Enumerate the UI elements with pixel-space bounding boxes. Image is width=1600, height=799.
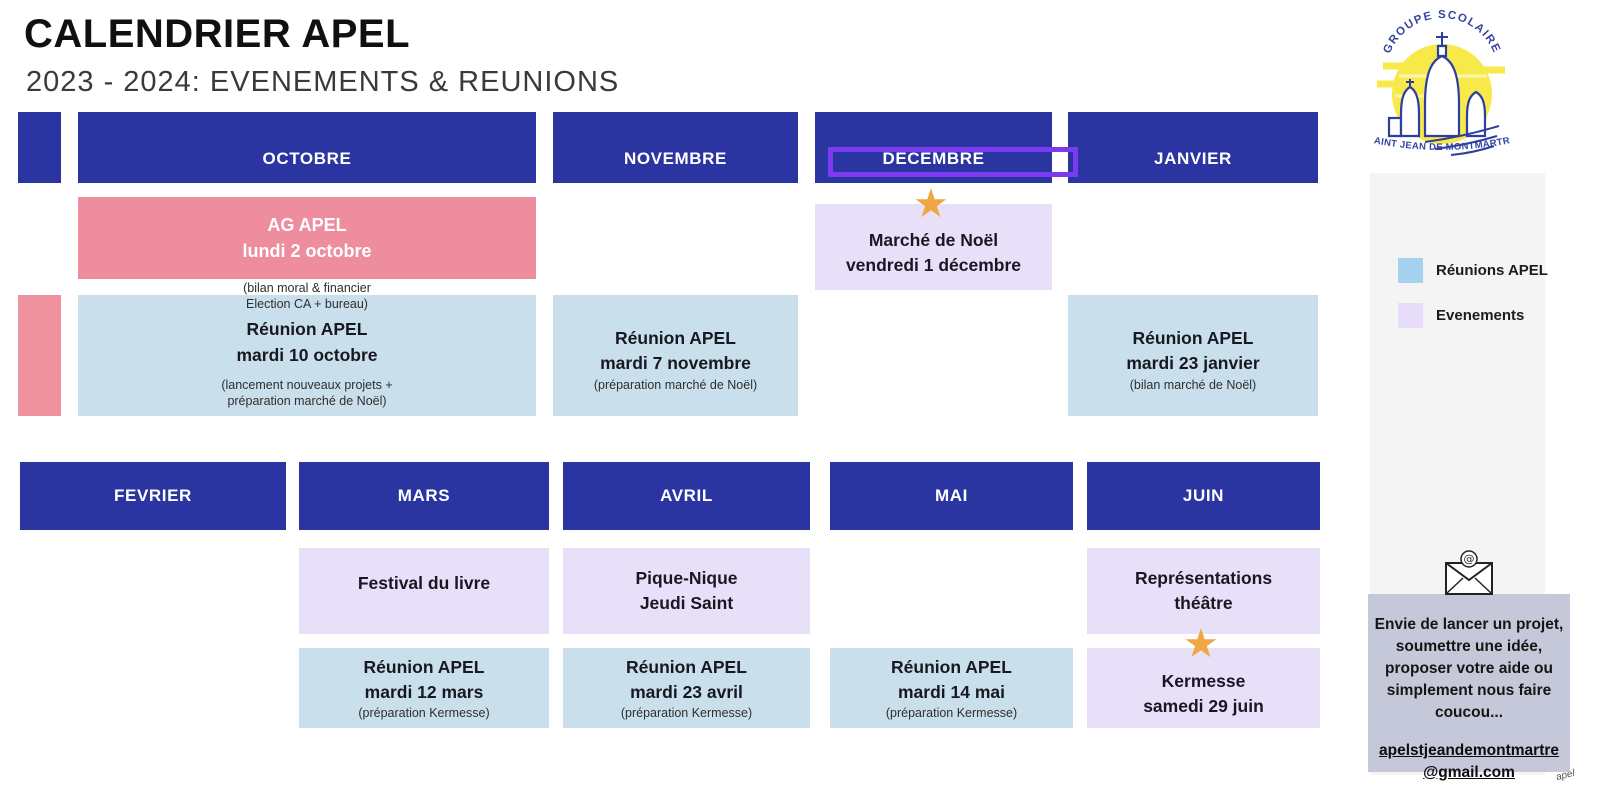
reunion-janvier: Réunion APEL mardi 23 janvier (bilan mar… [1068,295,1318,416]
event-kermesse: Kermesse samedi 29 juin [1087,648,1320,728]
event-title: Festival du livre [357,573,491,594]
event-date: mardi 23 avril [630,681,743,702]
month-label: FEVRIER [114,486,192,505]
event-title: Kermesse [1161,670,1246,691]
event-date: mardi 14 mai [898,681,1005,702]
month-header-avril: AVRIL [563,462,810,530]
envelope-icon: @ [1445,550,1493,595]
event-title: Réunion APEL [891,656,1012,677]
star-icon: ★ [1183,622,1219,666]
legend-label-evenements: Evenements [1436,307,1525,324]
event-ag-apel-note: (bilan moral & financier Election CA + b… [243,281,371,312]
legend-swatch-reunions [1398,258,1423,283]
event-title: Réunion APEL [1132,328,1254,348]
month-header-mai: MAI [830,462,1073,530]
event-date: mardi 12 mars [364,681,484,702]
event-note: préparation marché de Noël) [227,394,387,409]
event-representations-theatre: Représentations théâtre [1087,548,1320,634]
event-date: mardi 7 novembre [600,353,751,374]
month-header-octobre: OCTOBRE [78,112,536,183]
month-label: MARS [397,486,451,505]
event-date: théâtre [1174,593,1233,613]
legend-swatch-evenements [1398,303,1423,328]
email-line2: @gmail.com [1423,763,1515,781]
december-selection-highlight [828,147,1078,177]
email-link[interactable]: apelstjeandemontmartre @gmail.com [1374,740,1564,783]
contact-message: Envie de lancer un projet, soumettre une… [1374,616,1564,721]
month-label: AVRIL [660,486,713,505]
event-note: (préparation marché de Noël) [593,377,758,392]
event-note: (préparation Kermesse) [885,706,1018,721]
event-title: Réunion APEL [626,656,747,677]
month-label: JANVIER [1154,148,1232,168]
month-label: NOVEMBRE [623,148,728,168]
month-label: OCTOBRE [262,148,352,168]
event-marche-noel: Marché de Noël vendredi 1 décembre [815,204,1052,290]
event-note: (bilan marché de Noël) [1129,377,1257,392]
reunion-mars: Réunion APEL mardi 12 mars (préparation … [299,648,549,728]
event-ag-apel: AG APEL lundi 2 octobre [78,197,536,279]
month-label: MAI [935,486,968,505]
event-title: Pique-Nique [635,567,738,588]
svg-text:@: @ [1464,553,1475,566]
event-pique-nique: Pique-Nique Jeudi Saint [563,548,810,634]
basilica-domes [1387,44,1487,138]
event-note: (préparation Kermesse) [358,706,490,721]
event-note: (préparation Kermesse) [620,706,753,721]
reunion-avril: Réunion APEL mardi 23 avril (préparation… [563,648,810,728]
month-header-stub [18,112,61,183]
event-title: Marché de Noël [868,229,999,250]
month-header-novembre: NOVEMBRE [553,112,798,183]
event-title: Réunion APEL [615,328,736,348]
event-title: Réunion APEL [363,656,485,677]
legend-label-reunions: Réunions APEL [1436,262,1548,279]
event-title: Représentations [1134,567,1273,588]
page-subtitle: 2023 - 2024: EVENEMENTS & REUNIONS [26,66,620,98]
event-title: Réunion APEL [246,319,368,340]
page-title: CALENDRIER APEL [24,12,411,56]
month-header-mars: MARS [299,462,549,530]
star-icon: ★ [913,182,949,226]
month-label: JUIN [1182,486,1225,505]
event-date: lundi 2 octobre [242,241,372,261]
reunion-octobre: Réunion APEL mardi 10 octobre (lancement… [78,295,536,416]
event-date: vendredi 1 décembre [845,255,1022,275]
basilica-details [1406,32,1500,156]
contact-email: apelstjeandemontmartre @gmail.com [1374,740,1564,783]
event-festival-livre: Festival du livre [299,548,549,634]
month-label: DECEMBRE [882,148,985,168]
school-logo: GROUPE SCOLAIRE SAINT JEAN DE MONTMARTRE [1367,4,1511,156]
event-date: Jeudi Saint [639,593,734,613]
event-date: samedi 29 juin [1143,696,1264,716]
month-header-juin: JUIN [1087,462,1320,530]
month-header-janvier: JANVIER [1068,112,1318,183]
email-line1: apelstjeandemontmartre [1378,742,1560,759]
event-note: (lancement nouveaux projets + [221,378,393,393]
reunion-novembre: Réunion APEL mardi 7 novembre (préparati… [553,295,798,416]
pink-side-bar [18,295,61,416]
event-date: mardi 10 octobre [236,344,378,365]
reunion-mai: Réunion APEL mardi 14 mai (préparation K… [830,648,1073,728]
contact-box: Envie de lancer un projet, soumettre une… [1368,594,1570,781]
event-title: AG APEL [267,214,347,235]
event-date: mardi 23 janvier [1126,353,1260,374]
month-header-fevrier: FEVRIER [20,462,286,530]
